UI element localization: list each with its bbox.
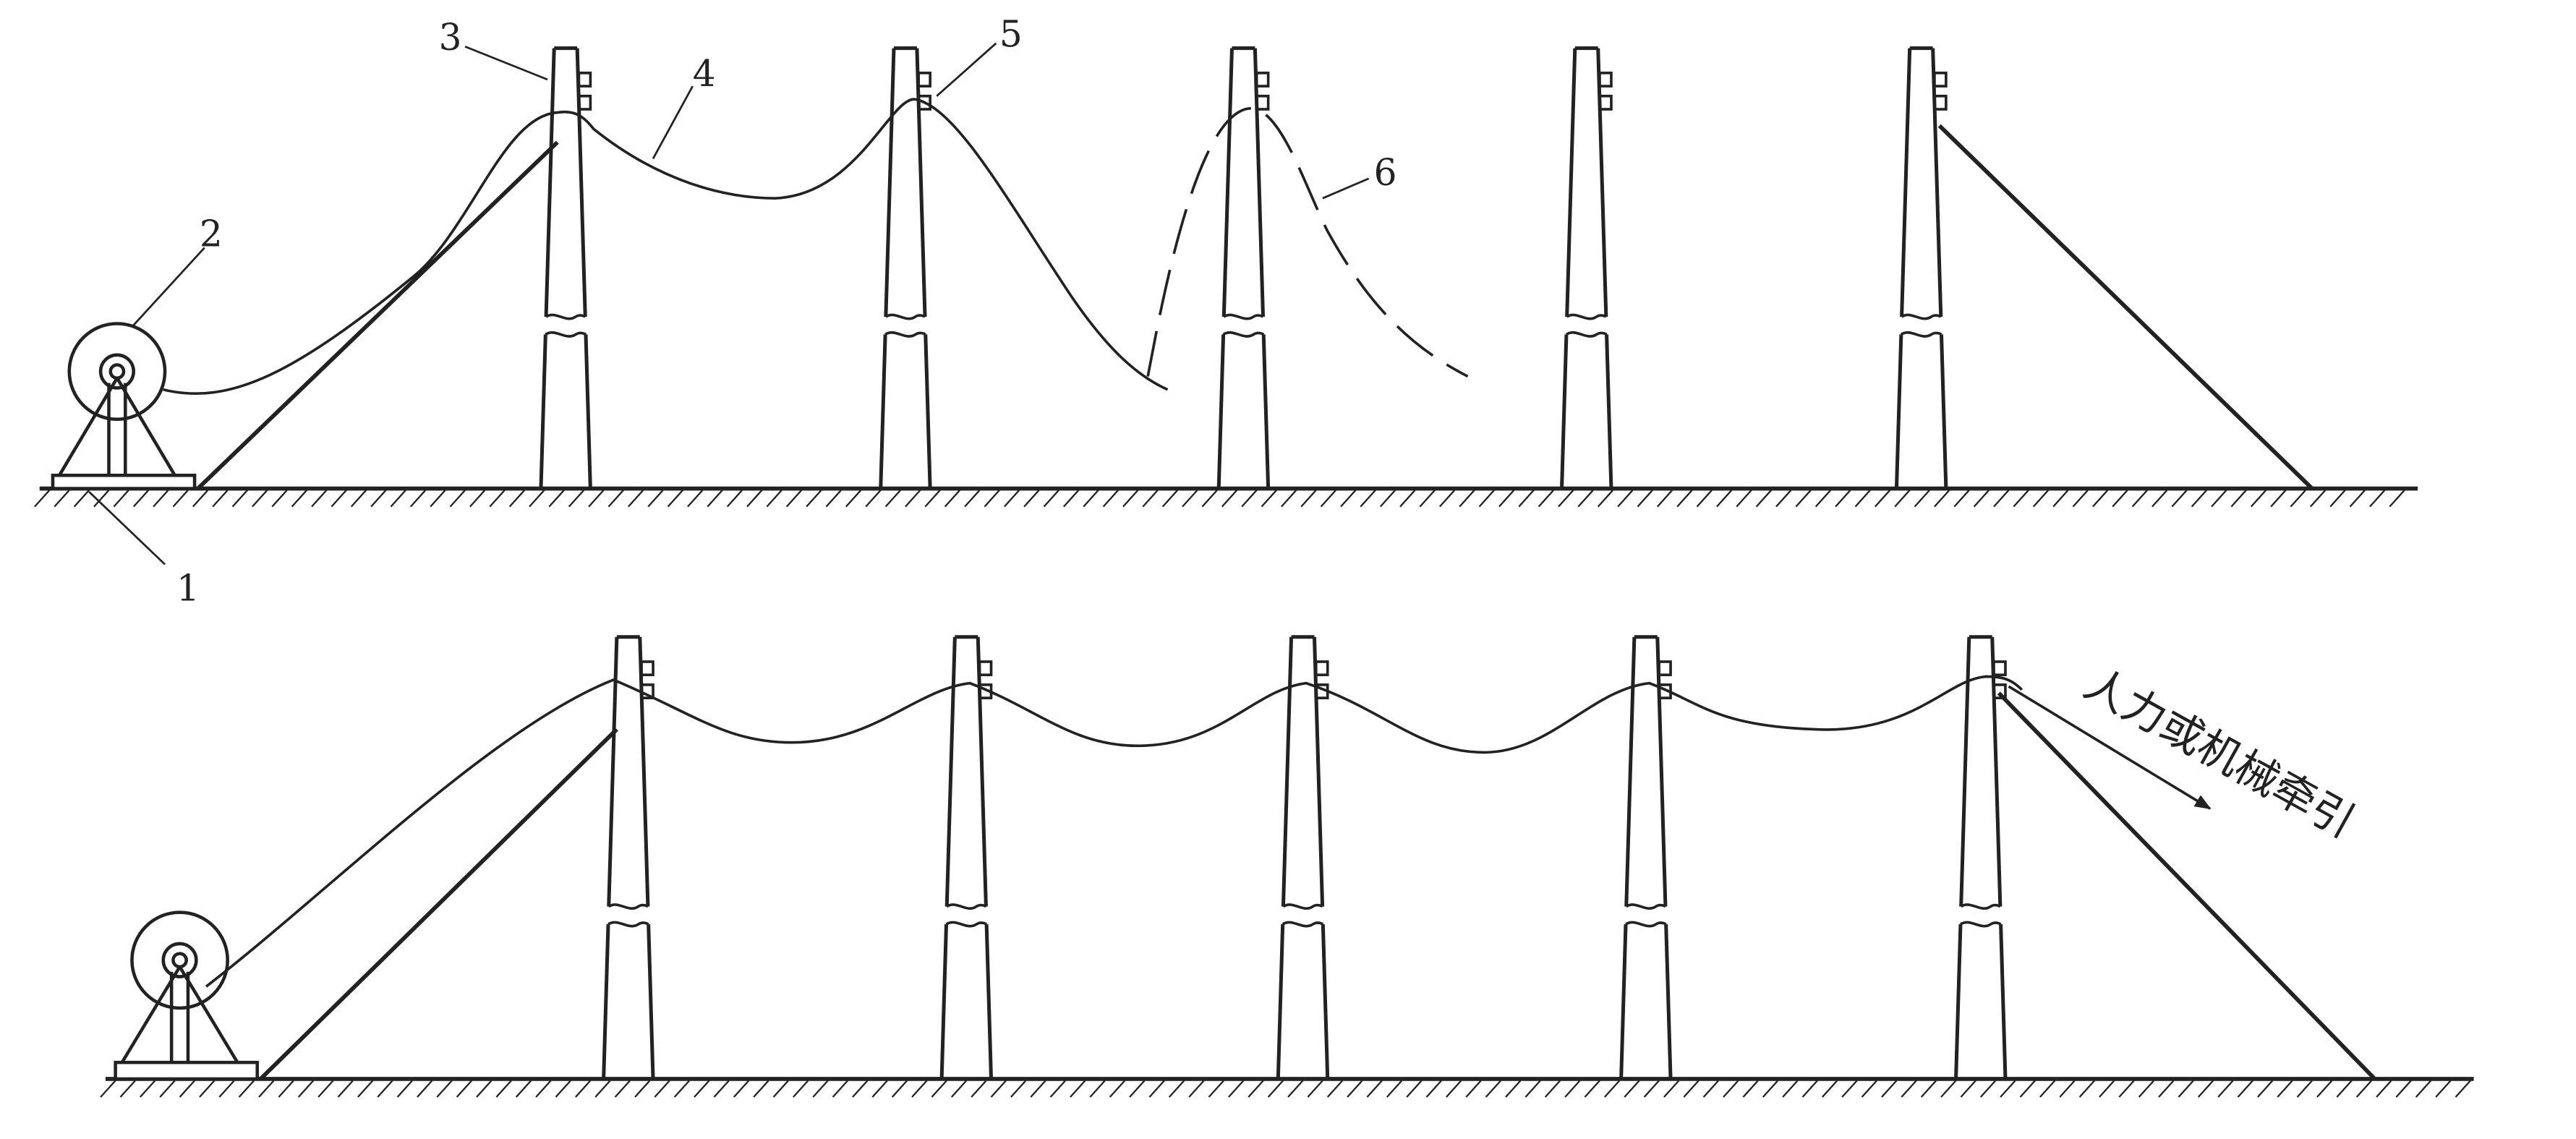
drum-axle (108, 363, 126, 380)
bottom-panel: 人力或机械牵引 (100, 635, 2474, 1098)
pole-top-2 (879, 46, 932, 489)
guy-wire-right-top (1937, 124, 2314, 490)
label-2: 2 (200, 212, 223, 255)
insulator (917, 72, 931, 111)
label-6: 6 (1374, 151, 1397, 194)
label-4: 4 (693, 52, 716, 95)
label-3: 3 (439, 16, 462, 59)
pole-top-3 (1216, 46, 1271, 489)
guy-wire-right-bottom (1997, 691, 2376, 1080)
pole-top-4 (1560, 46, 1613, 489)
pole-bottom-2 (939, 635, 994, 1080)
pole-bottom-3 (1276, 635, 1330, 1080)
drum-hub (98, 353, 135, 390)
cable-drum-bottom (114, 910, 260, 1081)
cable-dashed (1146, 107, 1469, 378)
pole-top-1 (539, 46, 592, 489)
cable-bottom (205, 675, 2023, 988)
insulator (1933, 72, 1948, 111)
ground-bottom (100, 1077, 2474, 1098)
drum-base (51, 474, 197, 490)
insulator (1255, 72, 1270, 111)
insulator (1992, 660, 2007, 699)
poles-top (539, 46, 1948, 489)
guy-wire-left-top (196, 140, 559, 490)
cable-drum-top (51, 322, 197, 490)
leader-lines-top (88, 42, 1370, 566)
pole-bottom-5 (1954, 635, 2008, 1080)
poles-bottom (602, 635, 2008, 1080)
label-5: 5 (999, 12, 1023, 55)
insulator (577, 72, 592, 111)
pole-bottom-4 (1619, 635, 1673, 1080)
guy-wire-left-bottom (259, 728, 618, 1080)
insulator (1598, 72, 1613, 111)
traction-arrow (2008, 685, 2212, 810)
label-1: 1 (176, 567, 200, 610)
drum-reel (67, 322, 167, 422)
cable-top (163, 98, 1169, 395)
pole-bottom-1 (602, 635, 655, 1080)
top-panel: 1 2 3 4 5 6 (34, 12, 2418, 610)
ground-top (34, 486, 2418, 508)
pole-top-5 (1894, 46, 1948, 489)
